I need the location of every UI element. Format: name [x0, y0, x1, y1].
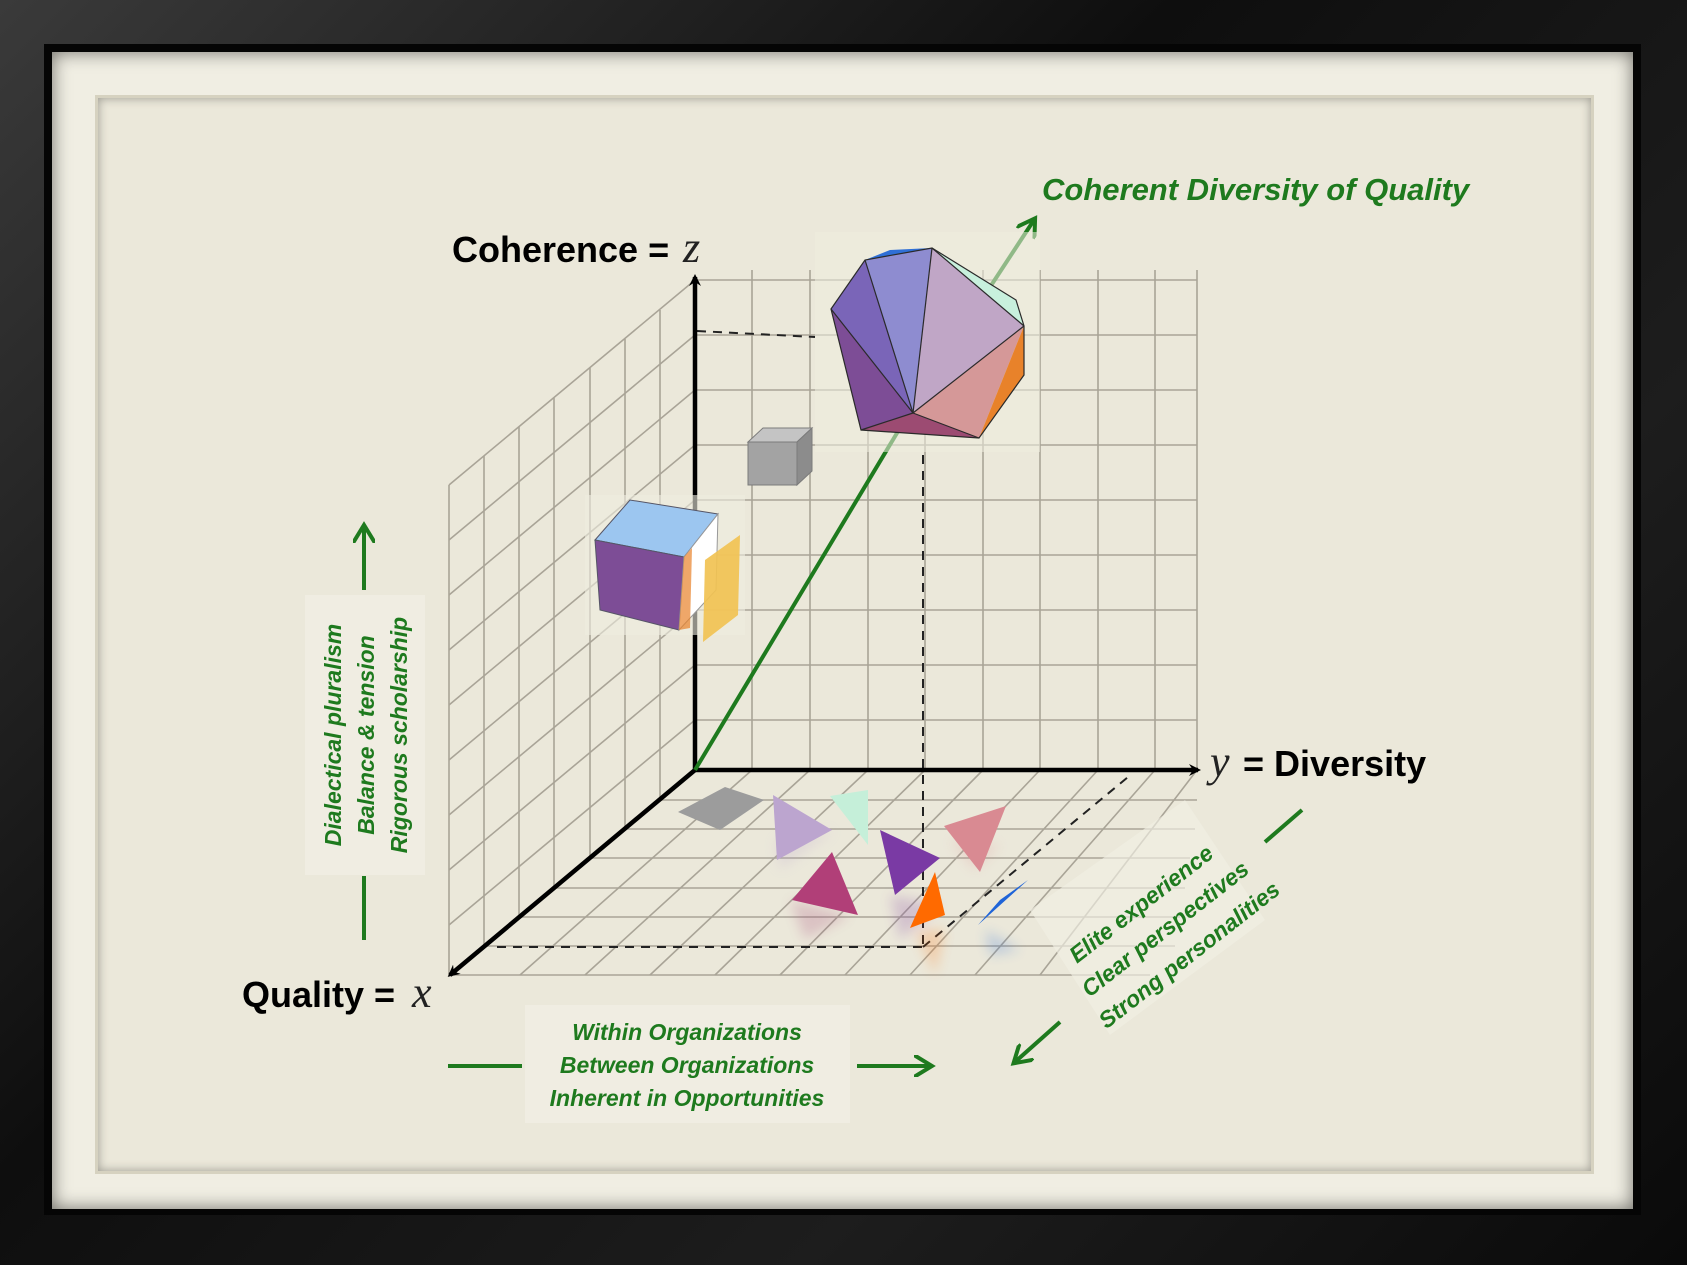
coherence-factor-3: Rigorous scholarship [386, 617, 412, 853]
icosahedron-icon [815, 232, 1040, 452]
quality-factor-1: Within Organizations [572, 1019, 802, 1045]
coherence-factors: Dialectical pluralism Balance & tension … [305, 527, 425, 940]
blue-triangle-shard [978, 880, 1028, 925]
orange-triangle-shard [910, 872, 945, 928]
diagram-title: Coherent Diversity of Quality [1042, 172, 1471, 207]
cube-icon [585, 495, 745, 642]
coherence-factor-2: Balance & tension [353, 635, 379, 834]
purple-triangle-shard [880, 830, 940, 895]
diversity-factors: Elite experience Clear perspectives Stro… [1015, 800, 1304, 1062]
z-axis-symbol: z [682, 223, 700, 272]
coherent-diversity-vector [693, 416, 908, 772]
quality-factors: Within Organizations Between Organizatio… [448, 1005, 930, 1123]
coherence-factor-1: Dialectical pluralism [320, 624, 346, 846]
y-axis-label: = Diversity [1243, 743, 1426, 784]
lilac-triangle-shard [773, 795, 832, 860]
pink-triangle-shard [944, 806, 1006, 872]
x-axis-label: Quality = [242, 974, 395, 1015]
diversity-arrow-down [1015, 1020, 1062, 1062]
y-axis-symbol: y [1206, 737, 1230, 786]
side-wall-grid [448, 279, 696, 975]
magenta-triangle-shard [792, 852, 858, 915]
x-axis [447, 768, 697, 977]
quality-factor-2: Between Organizations [560, 1052, 814, 1078]
diversity-arrow-tail [1263, 808, 1304, 844]
floor-shards [678, 787, 1028, 975]
x-axis-symbol: x [411, 968, 432, 1017]
small-grey-cube-icon [746, 426, 814, 487]
quality-factor-3: Inherent in Opportunities [550, 1085, 825, 1111]
mint-triangle-shard [830, 790, 868, 845]
z-axis-label: Coherence = [452, 229, 669, 270]
grey-diamond-shard [678, 787, 764, 830]
